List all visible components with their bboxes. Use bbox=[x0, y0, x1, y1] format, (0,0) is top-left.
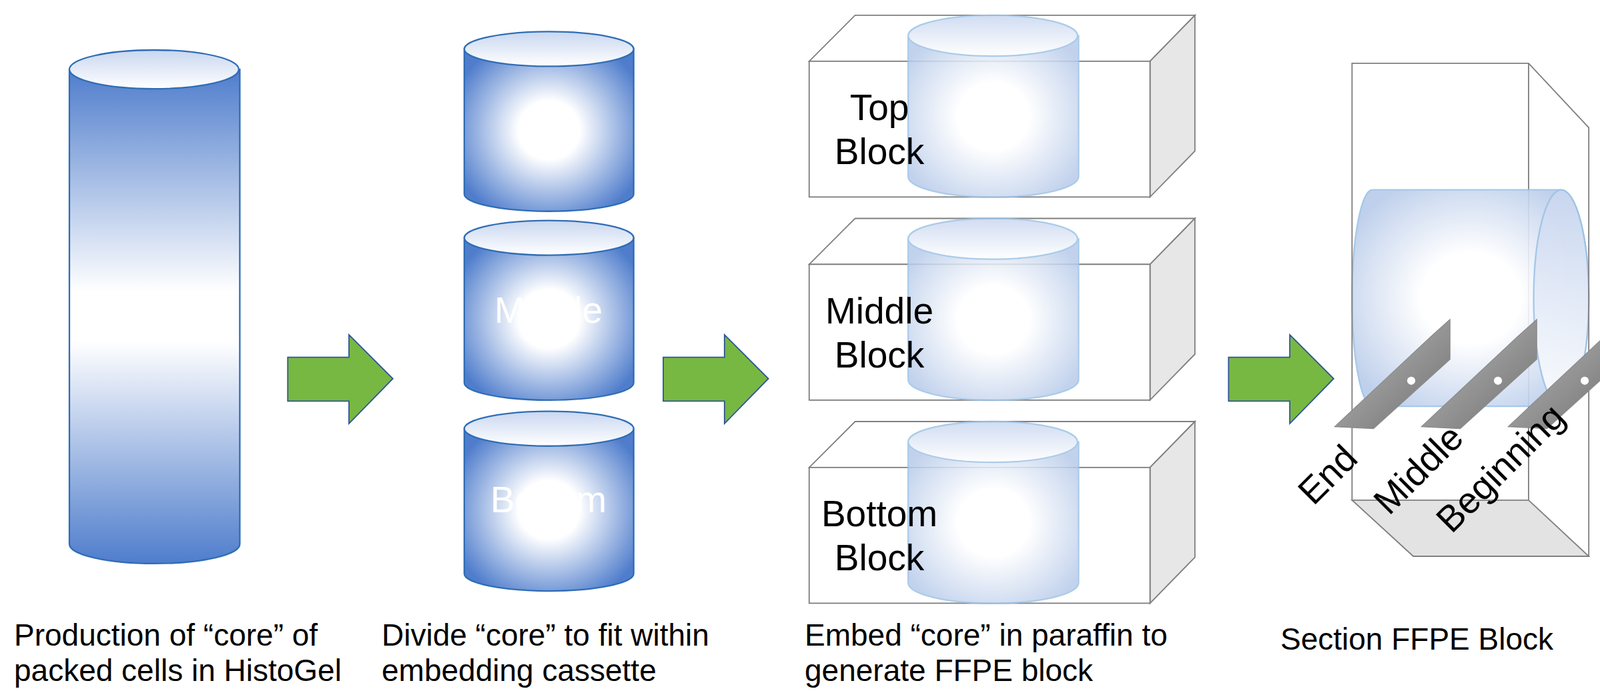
step-caption: Embed “core” in paraffin to generate FFP… bbox=[804, 617, 1185, 689]
cylinder-piece: Bottom bbox=[464, 428, 633, 572]
blade-label: End bbox=[1289, 437, 1366, 514]
piece-label: Bottom bbox=[490, 477, 607, 522]
step-caption: Production of “core” of packed cells in … bbox=[14, 617, 348, 689]
piece-label: Middle bbox=[494, 288, 603, 333]
block-label: Bottom Block bbox=[816, 491, 943, 580]
cylinder-piece: Middle bbox=[464, 237, 633, 383]
block-label: Middle Block bbox=[816, 288, 943, 377]
block-label: Top Block bbox=[816, 85, 943, 174]
ffpe-block: Top Block bbox=[809, 61, 1151, 197]
step-caption: Section FFPE Block bbox=[1280, 621, 1554, 658]
ffpe-block: Middle Block bbox=[809, 264, 1151, 402]
blade-label: Beginning bbox=[1427, 395, 1574, 542]
step-caption: Divide “core” to fit within embedding ca… bbox=[381, 617, 722, 689]
ffpe-block: Bottom Block bbox=[809, 467, 1151, 604]
